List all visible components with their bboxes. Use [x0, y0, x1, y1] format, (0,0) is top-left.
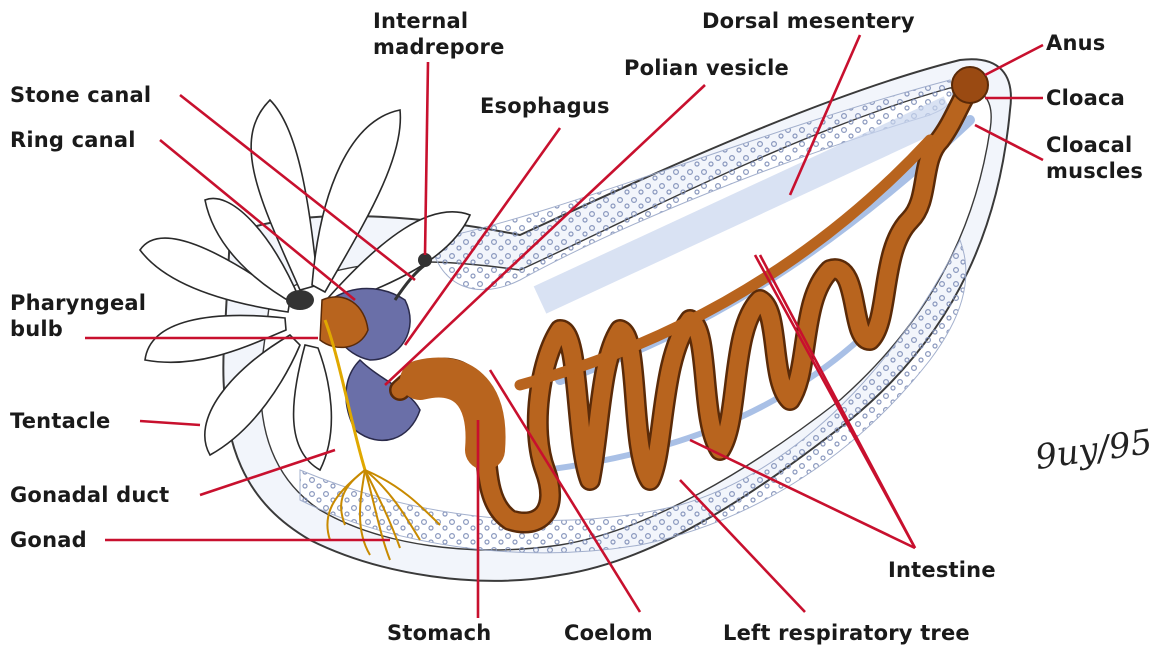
label-gonad: Gonad [10, 527, 87, 553]
label-polian-vesicle: Polian vesicle [624, 55, 789, 81]
madrepore-shape [418, 253, 432, 267]
mouth [286, 290, 314, 310]
label-gonadal-duct: Gonadal duct [10, 482, 169, 508]
label-tentacle: Tentacle [10, 408, 110, 434]
label-cloaca: Cloaca [1046, 85, 1125, 111]
label-esophagus: Esophagus [480, 93, 610, 119]
label-anus: Anus [1046, 30, 1105, 56]
label-stomach: Stomach [387, 620, 491, 646]
leader-line-anus [985, 45, 1043, 75]
label-cloacal-muscles: Cloacal muscles [1046, 132, 1143, 184]
label-stone-canal: Stone canal [10, 82, 151, 108]
label-intestine: Intestine [888, 557, 996, 583]
label-ring-canal: Ring canal [10, 127, 136, 153]
cloaca-shape [952, 67, 988, 103]
label-internal-madrepore: Internal madrepore [373, 8, 505, 60]
leader-line-tentacle [140, 421, 200, 425]
label-left-respiratory-tree: Left respiratory tree [723, 620, 970, 646]
label-coelom: Coelom [564, 620, 653, 646]
label-pharyngeal-bulb: Pharyngeal bulb [10, 290, 146, 342]
label-dorsal-mesentery: Dorsal mesentery [702, 8, 915, 34]
